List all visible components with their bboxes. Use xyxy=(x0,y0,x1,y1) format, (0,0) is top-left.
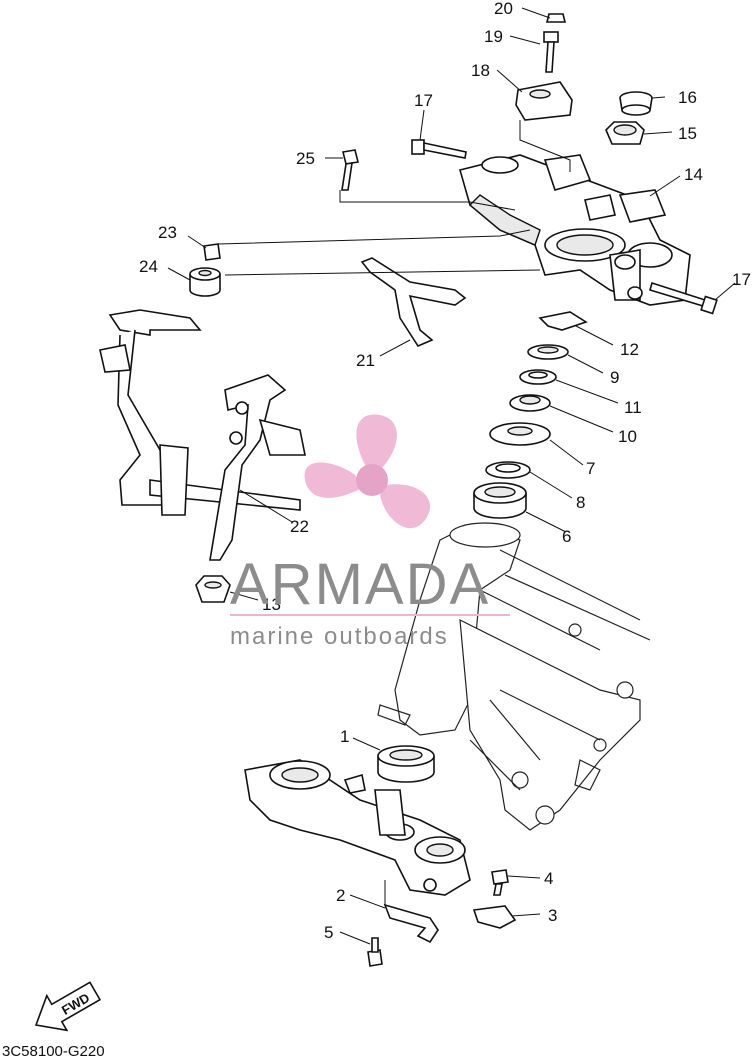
bearing-race xyxy=(485,461,531,479)
damper xyxy=(189,267,221,297)
callout-18: 18 xyxy=(471,61,490,80)
ring-nut-lower xyxy=(509,394,551,412)
collar xyxy=(203,243,221,261)
pinch-bolt-right xyxy=(649,281,718,315)
callout-numbers: 20 19 18 16 15 14 17 17 25 23 24 12 9 11… xyxy=(139,0,751,942)
diagram-code: 3C58100-G220 xyxy=(2,1043,105,1060)
callout-24: 24 xyxy=(139,257,158,276)
callout-10: 10 xyxy=(618,427,637,446)
callout-11: 11 xyxy=(624,398,642,417)
watermark: ARMADA marine outboards xyxy=(230,414,510,650)
fwd-arrow: FWD xyxy=(34,981,102,1032)
top-bolt xyxy=(543,31,559,73)
callout-6: 6 xyxy=(562,527,571,546)
lower-bracket xyxy=(244,759,471,896)
callout-14: 14 xyxy=(684,165,703,184)
steering-stem-nut xyxy=(605,121,645,145)
callout-13: 13 xyxy=(262,595,281,614)
handlebar-holder xyxy=(515,81,573,121)
callout-23: 23 xyxy=(158,223,177,242)
cap-nut xyxy=(545,13,567,23)
brake-hose-clamp xyxy=(472,905,517,929)
callout-9: 9 xyxy=(610,368,619,387)
callout-4: 4 xyxy=(544,869,553,888)
stem-cap xyxy=(619,91,653,116)
lock-washer xyxy=(538,311,588,331)
callout-17-right: 17 xyxy=(732,270,751,289)
upper-bracket xyxy=(459,154,691,306)
callout-15: 15 xyxy=(678,124,697,143)
propeller-hub xyxy=(356,464,388,496)
callout-25: 25 xyxy=(296,149,315,168)
upper-bearing xyxy=(473,482,527,519)
propeller-blade xyxy=(356,414,397,470)
hose-guide xyxy=(383,903,439,944)
clamp-bolt xyxy=(491,869,509,896)
ring-nut-upper xyxy=(527,344,569,360)
bearing-cover xyxy=(489,422,551,446)
callout-3: 3 xyxy=(548,906,557,925)
leader-lines xyxy=(167,7,736,945)
headlight-stay xyxy=(99,309,306,561)
callout-12: 12 xyxy=(620,340,639,359)
rubber-washer xyxy=(519,369,557,385)
watermark-brand: ARMADA xyxy=(230,552,490,617)
propeller-blade xyxy=(304,462,362,498)
callout-20: 20 xyxy=(494,0,513,18)
callout-21: 21 xyxy=(356,351,375,370)
propeller-blade xyxy=(380,484,431,529)
lower-bearing xyxy=(377,745,435,783)
cable-guide xyxy=(360,257,467,348)
callout-16: 16 xyxy=(678,88,697,107)
callout-19: 19 xyxy=(484,27,503,46)
hose-guide-bolt xyxy=(367,937,383,967)
bracket-bolt xyxy=(341,149,359,191)
watermark-tagline: marine outboards xyxy=(230,623,449,650)
callout-22: 22 xyxy=(290,517,309,536)
propeller-logo xyxy=(304,414,431,529)
callout-7: 7 xyxy=(586,459,595,478)
callout-1: 1 xyxy=(340,727,349,746)
frame-head-pipe xyxy=(377,522,651,831)
callout-8: 8 xyxy=(576,493,585,512)
callout-17-upper: 17 xyxy=(414,91,433,110)
pinch-bolt-upper xyxy=(411,139,467,159)
callout-2: 2 xyxy=(336,886,345,905)
flange-nut xyxy=(195,575,231,603)
callout-5: 5 xyxy=(324,923,333,942)
